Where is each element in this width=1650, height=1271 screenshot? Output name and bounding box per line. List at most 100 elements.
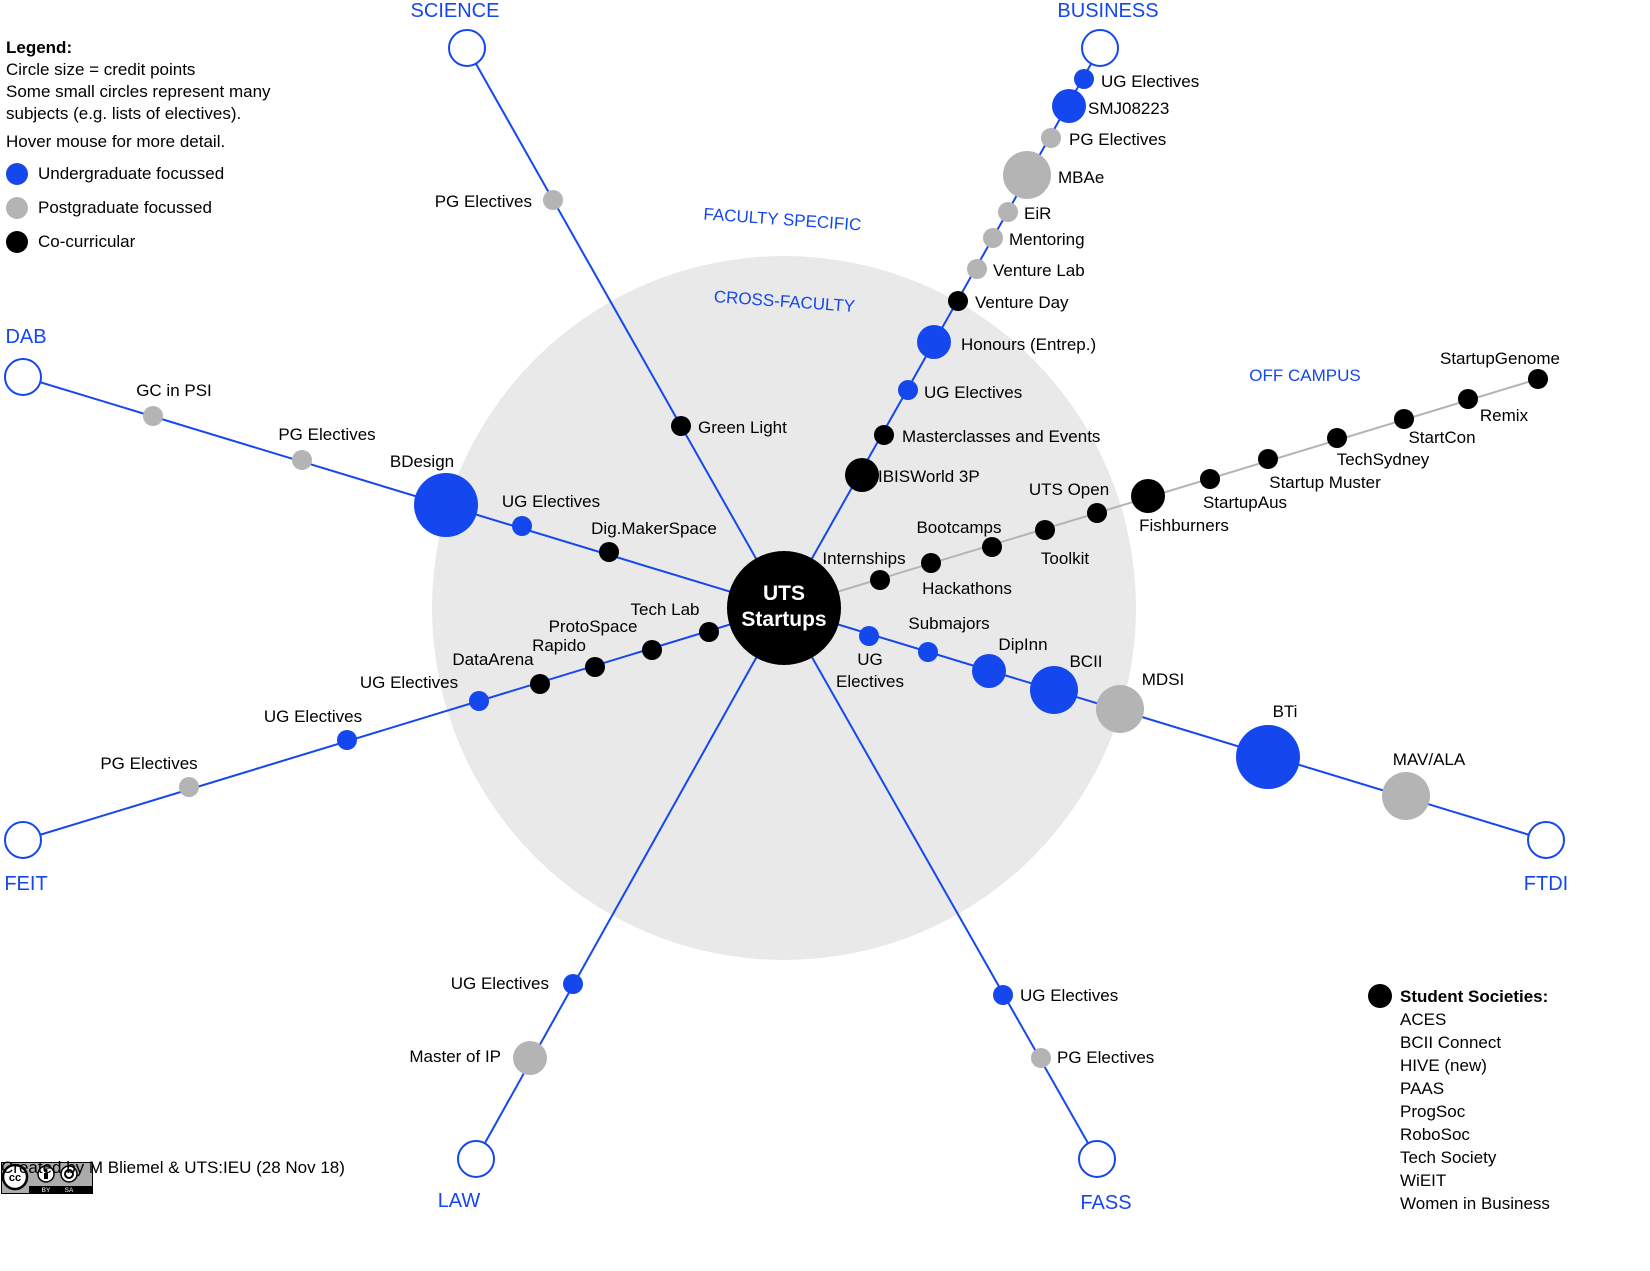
faculty-terminal[interactable]: [4, 821, 42, 859]
node-label: UG Electives: [360, 673, 458, 692]
node-pg-electives[interactable]: [179, 777, 199, 797]
node-label: PG Electives: [435, 192, 532, 211]
node-ug-electives[interactable]: [337, 730, 357, 750]
faculty-label: FEIT: [4, 873, 47, 895]
node-mbae[interactable]: [1003, 151, 1051, 199]
node-green-light[interactable]: [671, 416, 691, 436]
node-gc-in-psi[interactable]: [143, 406, 163, 426]
node-startupgenome[interactable]: [1528, 369, 1548, 389]
center-hub[interactable]: [727, 551, 841, 665]
node-ug-electives[interactable]: [469, 691, 489, 711]
node-label: Dig.MakerSpace: [591, 519, 717, 538]
faculty-terminal[interactable]: [4, 358, 42, 396]
node-label: Venture Day: [975, 293, 1069, 312]
node-startupaus[interactable]: [1200, 469, 1220, 489]
node-bootcamps[interactable]: [982, 537, 1002, 557]
node-label: BTi: [1273, 702, 1298, 721]
node-label: DataArena: [452, 650, 534, 669]
node-masterclasses-and-events[interactable]: [874, 425, 894, 445]
node-smj08223[interactable]: [1052, 89, 1086, 123]
society-item[interactable]: Women in Business: [1400, 1194, 1550, 1213]
node-protospace[interactable]: [642, 640, 662, 660]
node-label: Honours (Entrep.): [961, 335, 1096, 354]
legend-title: Legend:: [6, 38, 73, 57]
center-label-line1: UTS: [763, 582, 805, 605]
node-label: GC in PSI: [136, 381, 212, 400]
node-label: Internships: [822, 549, 905, 568]
node-tech-lab[interactable]: [699, 622, 719, 642]
node-label: StartupAus: [1203, 493, 1287, 512]
center-label-line2: Startups: [741, 608, 826, 631]
node-startcon[interactable]: [1394, 409, 1414, 429]
society-item[interactable]: ProgSoc: [1400, 1102, 1466, 1121]
legend-hover-hint: Hover mouse for more detail.: [6, 132, 226, 151]
node-label: Rapido: [532, 636, 586, 655]
node-mav-ala[interactable]: [1382, 772, 1430, 820]
node-dipinn[interactable]: [972, 654, 1006, 688]
node-pg-electives[interactable]: [543, 190, 563, 210]
cc-sa-text: SA: [65, 1187, 74, 1194]
node-label: Tech Lab: [631, 600, 700, 619]
node-toolkit[interactable]: [1035, 520, 1055, 540]
node-ug-electives[interactable]: [898, 380, 918, 400]
society-item[interactable]: RoboSoc: [1400, 1125, 1470, 1144]
node-ibisworld-3p[interactable]: [845, 458, 879, 492]
node-mentoring[interactable]: [983, 228, 1003, 248]
faculty-label: FTDI: [1524, 873, 1568, 895]
society-item[interactable]: Tech Society: [1400, 1148, 1497, 1167]
node-dig-makerspace[interactable]: [599, 542, 619, 562]
legend-text: Circle size = credit points: [6, 60, 196, 79]
node-fishburners[interactable]: [1131, 479, 1165, 513]
node-dataarena[interactable]: [530, 674, 550, 694]
node-pg-electives[interactable]: [1031, 1048, 1051, 1068]
society-item[interactable]: HIVE (new): [1400, 1056, 1487, 1075]
faculty-label: BUSINESS: [1057, 0, 1158, 22]
cc-by-text: BY: [42, 1187, 51, 1194]
node-startup-muster[interactable]: [1258, 449, 1278, 469]
node-master-of-ip[interactable]: [513, 1041, 547, 1075]
node-label: PG Electives: [1057, 1048, 1154, 1067]
faculty-terminal[interactable]: [1081, 29, 1119, 67]
black-dot-icon: [6, 231, 28, 253]
faculty-terminal[interactable]: [1527, 821, 1565, 859]
zone-label: OFF CAMPUS: [1249, 366, 1360, 385]
society-item[interactable]: WiEIT: [1400, 1171, 1447, 1190]
faculty-terminal[interactable]: [448, 29, 486, 67]
cc-license-icon: cc BY SA: [1, 1162, 93, 1194]
node-ug-electives[interactable]: [993, 985, 1013, 1005]
node-eir[interactable]: [998, 202, 1018, 222]
node-techsydney[interactable]: [1327, 428, 1347, 448]
cc-text: cc: [9, 1172, 21, 1184]
node-ug-electives[interactable]: [512, 516, 532, 536]
node-uts-open[interactable]: [1087, 503, 1107, 523]
node-rapido[interactable]: [585, 657, 605, 677]
node-ug-electives[interactable]: [563, 974, 583, 994]
legend-key-co-curricular: Co-curricular: [6, 225, 326, 259]
node-bdesign[interactable]: [414, 473, 478, 537]
node-pg-electives[interactable]: [292, 450, 312, 470]
faculty-terminal[interactable]: [457, 1140, 495, 1178]
node-ug-electives[interactable]: [1074, 69, 1094, 89]
faculty-terminal[interactable]: [1078, 1140, 1116, 1178]
node-hackathons[interactable]: [921, 553, 941, 573]
node-bti[interactable]: [1236, 725, 1300, 789]
society-item[interactable]: ACES: [1400, 1010, 1447, 1029]
society-item[interactable]: BCII Connect: [1400, 1033, 1502, 1052]
node-ug-electives[interactable]: [859, 626, 879, 646]
society-item[interactable]: PAAS: [1400, 1079, 1445, 1098]
node-venture-lab[interactable]: [967, 259, 987, 279]
node-internships[interactable]: [870, 570, 890, 590]
node-mdsi[interactable]: [1096, 685, 1144, 733]
node-honours-entrep[interactable]: [917, 325, 951, 359]
node-bcii[interactable]: [1030, 666, 1078, 714]
node-submajors[interactable]: [918, 642, 938, 662]
node-label: Masterclasses and Events: [902, 427, 1100, 446]
node-venture-day[interactable]: [948, 291, 968, 311]
node-remix[interactable]: [1458, 389, 1478, 409]
node-label: Fishburners: [1139, 516, 1229, 535]
node-label: MDSI: [1142, 670, 1185, 689]
node-pg-electives[interactable]: [1041, 128, 1061, 148]
node-label: MAV/ALA: [1393, 750, 1466, 769]
